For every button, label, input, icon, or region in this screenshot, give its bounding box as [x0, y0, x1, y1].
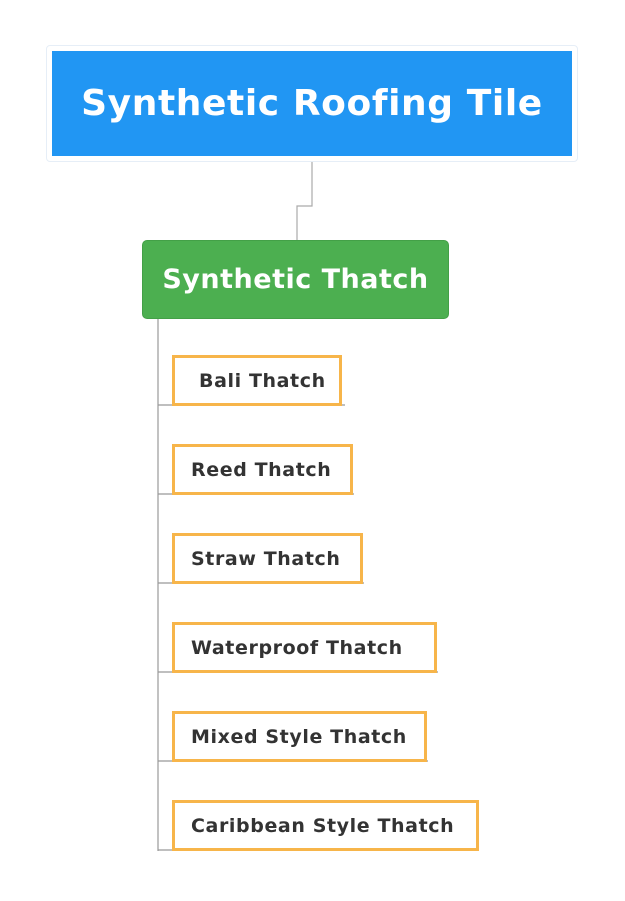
subtopic-label: Straw Thatch: [191, 547, 341, 570]
subtopic-reed-thatch[interactable]: Reed Thatch: [172, 444, 353, 495]
subtopic-bali-thatch[interactable]: Bali Thatch: [172, 355, 342, 406]
subtopic-waterproof-thatch[interactable]: Waterproof Thatch: [172, 622, 437, 673]
root-node[interactable]: Synthetic Roofing Tile: [46, 45, 578, 162]
subtopic-label: Bali Thatch: [199, 369, 326, 392]
subtopic-label: Reed Thatch: [191, 458, 332, 481]
subtopic-label: Waterproof Thatch: [191, 636, 403, 659]
main-topic-title: Synthetic Thatch: [162, 264, 429, 295]
subtopic-caribbean-style-thatch[interactable]: Caribbean Style Thatch: [172, 800, 479, 851]
subtopic-label: Mixed Style Thatch: [191, 725, 407, 748]
subtopic-straw-thatch[interactable]: Straw Thatch: [172, 533, 363, 584]
main-topic-node[interactable]: Synthetic Thatch: [142, 240, 449, 319]
root-node-fill: Synthetic Roofing Tile: [52, 51, 572, 156]
subtopic-label: Caribbean Style Thatch: [191, 814, 455, 837]
subtopic-mixed-style-thatch[interactable]: Mixed Style Thatch: [172, 711, 427, 762]
root-title: Synthetic Roofing Tile: [81, 83, 543, 124]
root-to-main-connector: [296, 162, 313, 240]
